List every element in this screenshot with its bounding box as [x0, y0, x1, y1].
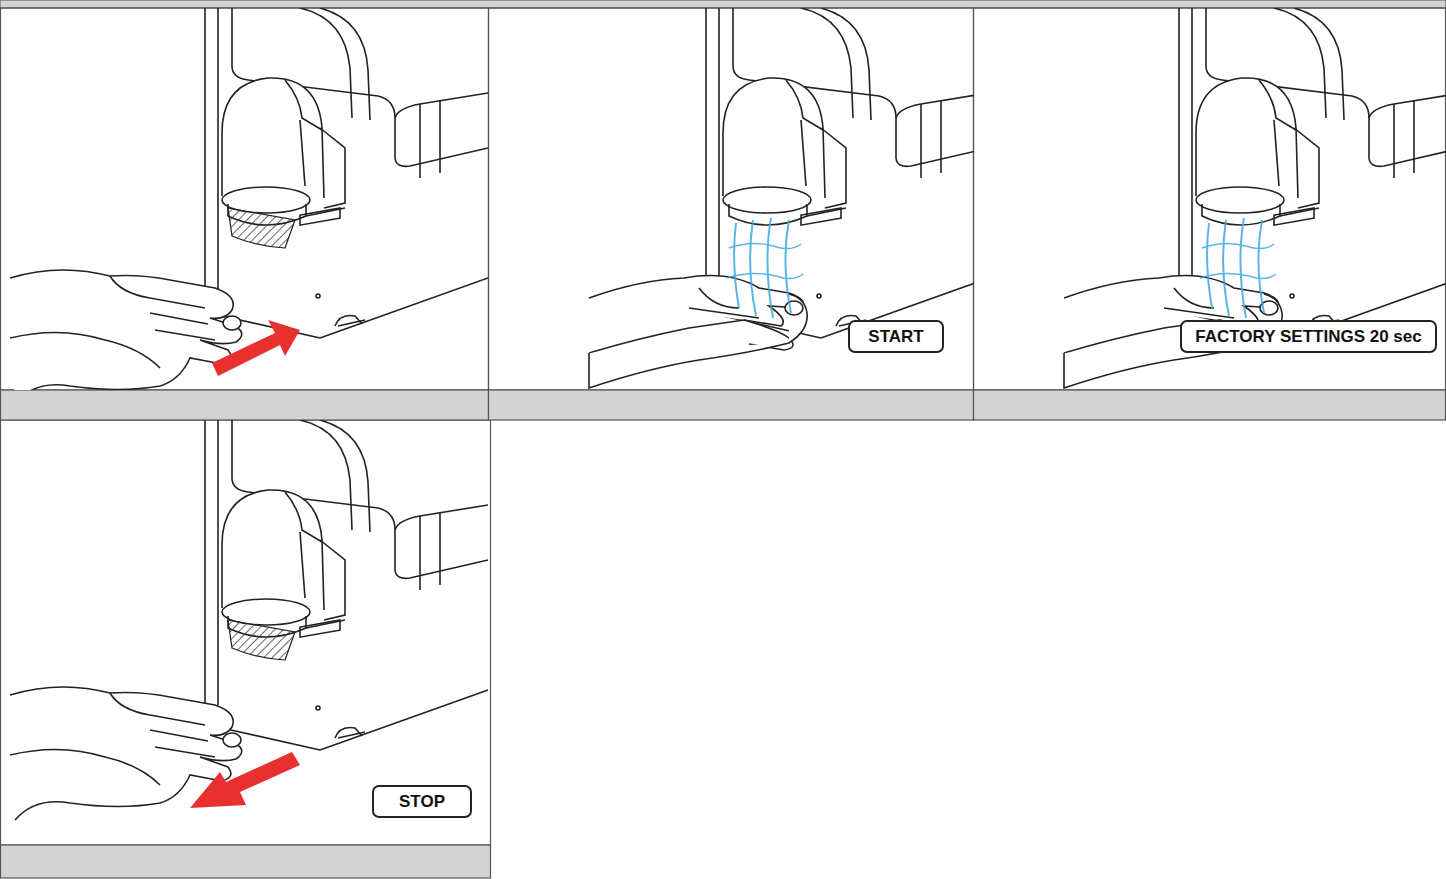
- step-label: FACTORY SETTINGS 20 sec: [1195, 327, 1421, 347]
- label-box: START: [848, 320, 944, 353]
- step-label: START: [868, 327, 923, 347]
- step-label: STOP: [399, 792, 445, 812]
- label-box: STOP: [372, 785, 472, 818]
- label-box: FACTORY SETTINGS 20 sec: [1180, 320, 1437, 353]
